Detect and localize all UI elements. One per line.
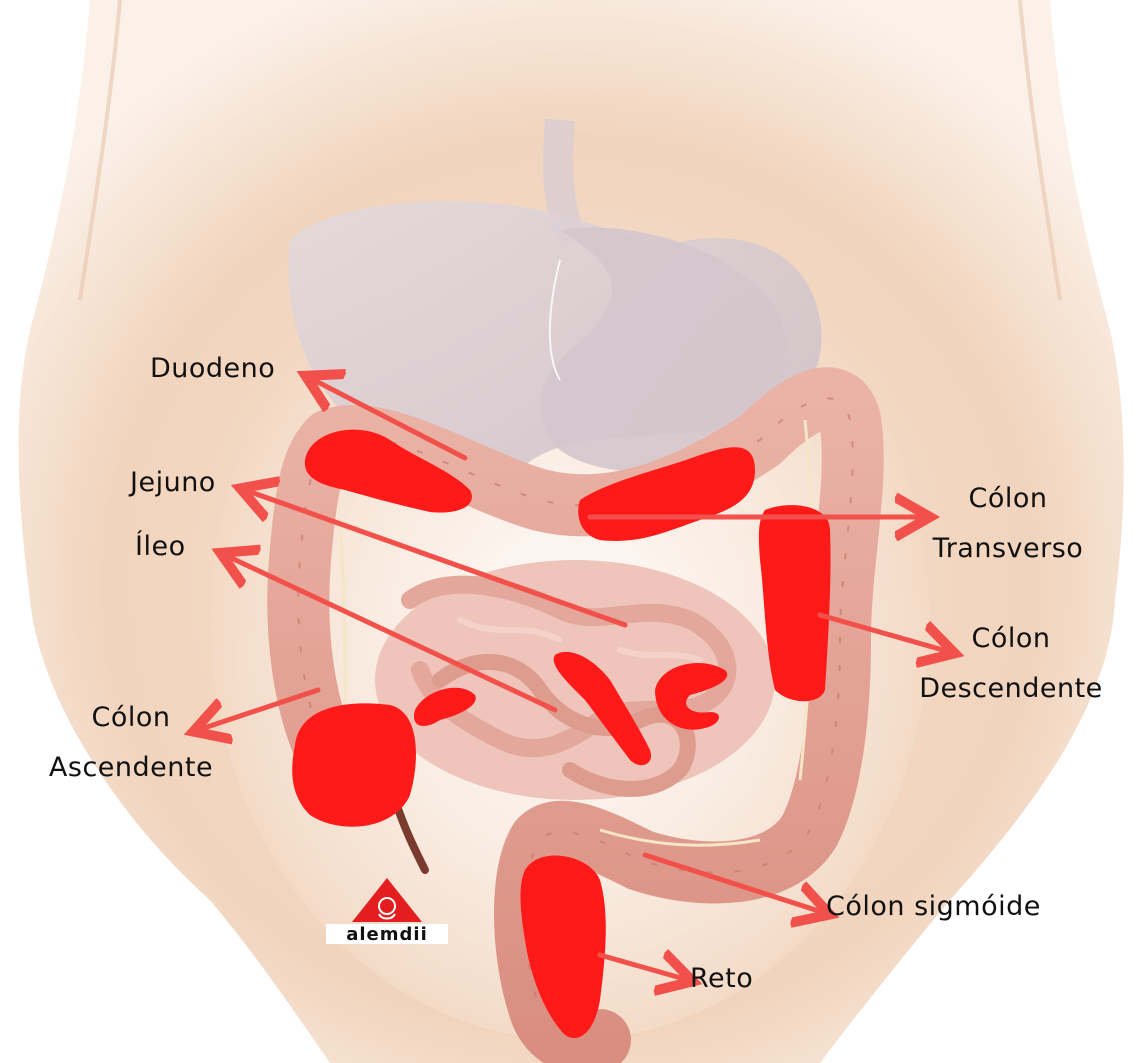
label-colon-ascendente-line2: Ascendente: [36, 743, 226, 793]
logo-wordmark: alemdii: [346, 924, 428, 945]
label-colon-descendente: Cólon Descendente: [906, 614, 1116, 714]
label-colon-transverso: Cólon Transverso: [918, 474, 1098, 574]
label-colon-sigmoide: Cólon sigmóide: [826, 882, 1041, 932]
alemdii-logo: alemdii: [322, 876, 452, 946]
label-colon-ascendente: Cólon Ascendente: [36, 693, 226, 793]
label-colon-transverso-line1: Cólon: [918, 474, 1098, 524]
label-jejuno: Jejuno: [130, 458, 216, 508]
label-colon-ascendente-line1: Cólon: [36, 693, 226, 743]
label-reto: Reto: [690, 954, 753, 1004]
label-ileo: Íleo: [135, 522, 186, 572]
label-colon-descendente-line2: Descendente: [906, 664, 1116, 714]
label-colon-descendente-line1: Cólon: [906, 614, 1116, 664]
label-duodeno: Duodeno: [150, 344, 275, 394]
label-colon-transverso-line2: Transverso: [918, 524, 1098, 574]
